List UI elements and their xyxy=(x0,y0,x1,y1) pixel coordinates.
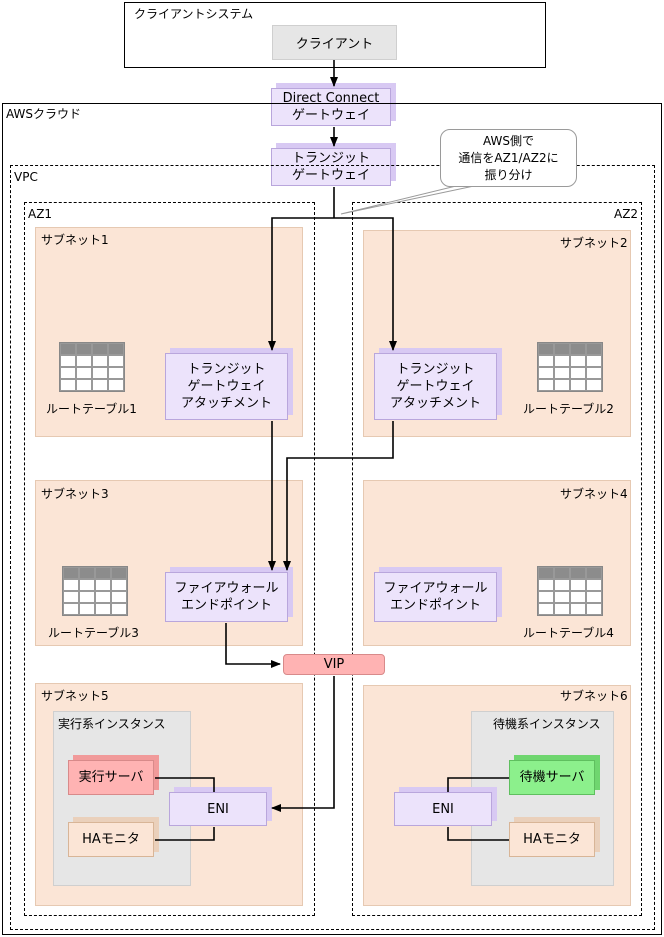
route-table-3-icon xyxy=(62,566,128,616)
az1-label: AZ1 xyxy=(28,207,53,221)
subnet-3-label: サブネット3 xyxy=(41,487,109,501)
tgw-attachment-az2: トランジット ゲートウェイ アタッチメント xyxy=(374,353,497,420)
transit-gateway: トランジット ゲートウェイ xyxy=(271,148,391,186)
route-table-4-icon xyxy=(537,566,603,616)
standby-server: 待機サーバ xyxy=(509,760,595,795)
standby-instance-group-label: 待機系インスタンス xyxy=(493,717,601,731)
aws-cloud-label: AWSクラウド xyxy=(6,107,82,121)
tgw-attachment-az1: トランジット ゲートウェイ アタッチメント xyxy=(165,353,288,420)
route-table-2-icon xyxy=(537,342,603,392)
route-table-1-icon xyxy=(59,342,125,392)
aws-cloud-frame xyxy=(2,103,662,935)
standby-instance-group xyxy=(471,711,614,886)
callout-text: AWS側で 通信をAZ1/AZ2に 振り分け xyxy=(458,134,559,182)
subnet-2-label: サブネット2 xyxy=(560,236,628,250)
eni-az2: ENI xyxy=(394,792,492,826)
firewall-endpoint-az2: ファイアウォール エンドポイント xyxy=(374,572,497,622)
client-system-label: クライアントシステム xyxy=(134,7,254,21)
route-table-2-label: ルートテーブル2 xyxy=(523,402,614,416)
vip-box: VIP xyxy=(283,654,385,675)
subnet-6-label: サブネット6 xyxy=(560,689,628,703)
route-table-1-label: ルートテーブル1 xyxy=(46,402,137,416)
vpc-label: VPC xyxy=(14,170,38,184)
direct-connect-gateway: Direct Connect ゲートウェイ xyxy=(271,88,391,126)
active-server: 実行サーバ xyxy=(68,760,154,795)
client-system-frame xyxy=(124,2,546,68)
subnet-4-label: サブネット4 xyxy=(560,487,628,501)
vpc-frame xyxy=(10,165,655,930)
active-instance-group-label: 実行系インスタンス xyxy=(58,717,166,731)
eni-az1: ENI xyxy=(169,792,267,826)
ha-monitor-az2: HAモニタ xyxy=(509,822,595,857)
route-table-4-label: ルートテーブル4 xyxy=(523,626,614,640)
firewall-endpoint-az1: ファイアウォール エンドポイント xyxy=(165,572,288,622)
callout-note: AWS側で 通信をAZ1/AZ2に 振り分け xyxy=(440,129,577,187)
subnet-1-label: サブネット1 xyxy=(41,233,109,247)
route-table-3-label: ルートテーブル3 xyxy=(48,626,139,640)
client-box: クライアント xyxy=(272,25,397,60)
subnet-5-label: サブネット5 xyxy=(41,689,109,703)
az2-label: AZ2 xyxy=(614,207,639,221)
ha-monitor-az1: HAモニタ xyxy=(68,822,154,857)
